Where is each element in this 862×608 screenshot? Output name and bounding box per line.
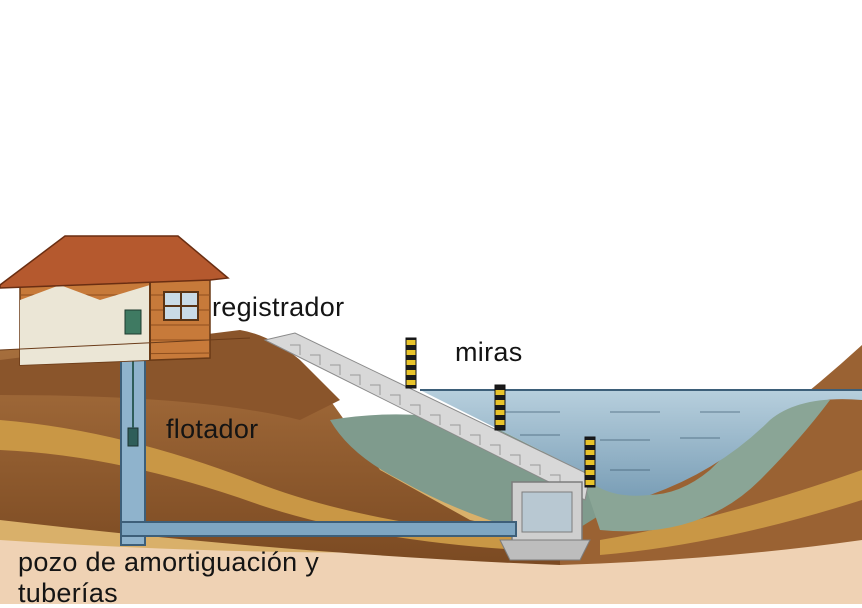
river-water: [420, 390, 862, 496]
staff-gauge-2: [494, 384, 506, 431]
label-pozo-line-1: pozo de amortiguación y: [18, 547, 320, 577]
label-miras: miras: [455, 337, 523, 367]
staff-gauge-1: [405, 337, 417, 389]
label-registrador: registrador: [212, 292, 345, 322]
intake-pipe: [120, 521, 517, 537]
concrete-steps: [290, 344, 561, 485]
recorder-device: [124, 309, 142, 335]
soil-seam-right: [600, 470, 862, 555]
label-pozo-line-2: tuberías: [18, 578, 118, 608]
label-flotador: flotador: [166, 414, 259, 444]
float: [127, 427, 139, 447]
house-cutaway: [20, 285, 150, 365]
riverbed-rock-right: [580, 395, 830, 532]
staff-gauge-3: [584, 436, 596, 488]
house-roof: [0, 235, 230, 289]
